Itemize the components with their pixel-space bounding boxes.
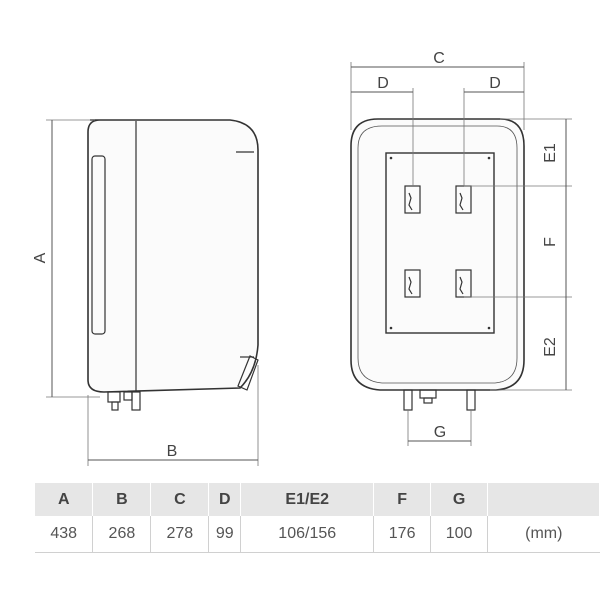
mounting-plate-holes	[389, 156, 491, 330]
mounting-bracket-bottom-right	[455, 269, 472, 298]
value-d: 99	[208, 516, 242, 553]
dimension-g-label: G	[434, 424, 446, 441]
header-e1-e2: E1/E2	[240, 483, 375, 516]
value-unit: (mm)	[487, 516, 600, 553]
value-f: 176	[373, 516, 432, 553]
table-header-row: A B C D E1/E2 F G	[35, 483, 600, 516]
mounting-bracket-bottom-left	[404, 269, 421, 298]
dimensions-table: A B C D E1/E2 F G 438 268 278 99 106/156…	[35, 483, 600, 553]
dimension-f-label: F	[542, 237, 559, 247]
header-c: C	[150, 483, 210, 516]
header-a: A	[35, 483, 94, 516]
value-e1-e2: 106/156	[240, 516, 375, 553]
mounting-plate	[385, 152, 495, 334]
dimension-e2-label: E2	[542, 337, 559, 357]
value-a: 438	[35, 516, 94, 553]
header-g: G	[430, 483, 489, 516]
dimension-d-right: D	[463, 75, 524, 186]
front-view-inner-edge	[357, 125, 518, 384]
value-b: 268	[92, 516, 152, 553]
value-g: 100	[430, 516, 489, 553]
dimension-c-label: C	[433, 50, 445, 67]
table-value-row: 438 268 278 99 106/156 176 100 (mm)	[35, 516, 600, 553]
header-f: F	[373, 483, 432, 516]
header-b: B	[92, 483, 152, 516]
side-view-knob	[237, 355, 259, 391]
side-view-pipes	[107, 391, 141, 411]
dimension-d-left: D	[351, 75, 414, 186]
header-d: D	[208, 483, 242, 516]
side-view-body	[87, 119, 259, 393]
dimension-a-label: A	[32, 252, 49, 263]
front-view-pipes	[403, 389, 476, 411]
dimension-e1-label: E1	[542, 143, 559, 163]
dimension-b: B	[87, 365, 259, 466]
side-view: A B	[32, 119, 259, 466]
mounting-bracket-top-right	[455, 185, 472, 214]
dimension-d-left-label: D	[377, 75, 389, 92]
front-view: C D D E1 F E2 G	[350, 50, 572, 446]
dimension-drawing: A B	[32, 50, 572, 466]
dimension-vertical-chain: E1 F E2	[464, 118, 572, 391]
header-unit	[487, 483, 600, 516]
side-view-handle	[91, 155, 106, 335]
dimension-b-label: B	[167, 443, 178, 460]
dimension-d-right-label: D	[489, 75, 501, 92]
mounting-bracket-top-left	[404, 185, 421, 214]
dimension-g: G	[407, 410, 472, 446]
dimension-a: A	[32, 119, 100, 398]
value-c: 278	[150, 516, 210, 553]
